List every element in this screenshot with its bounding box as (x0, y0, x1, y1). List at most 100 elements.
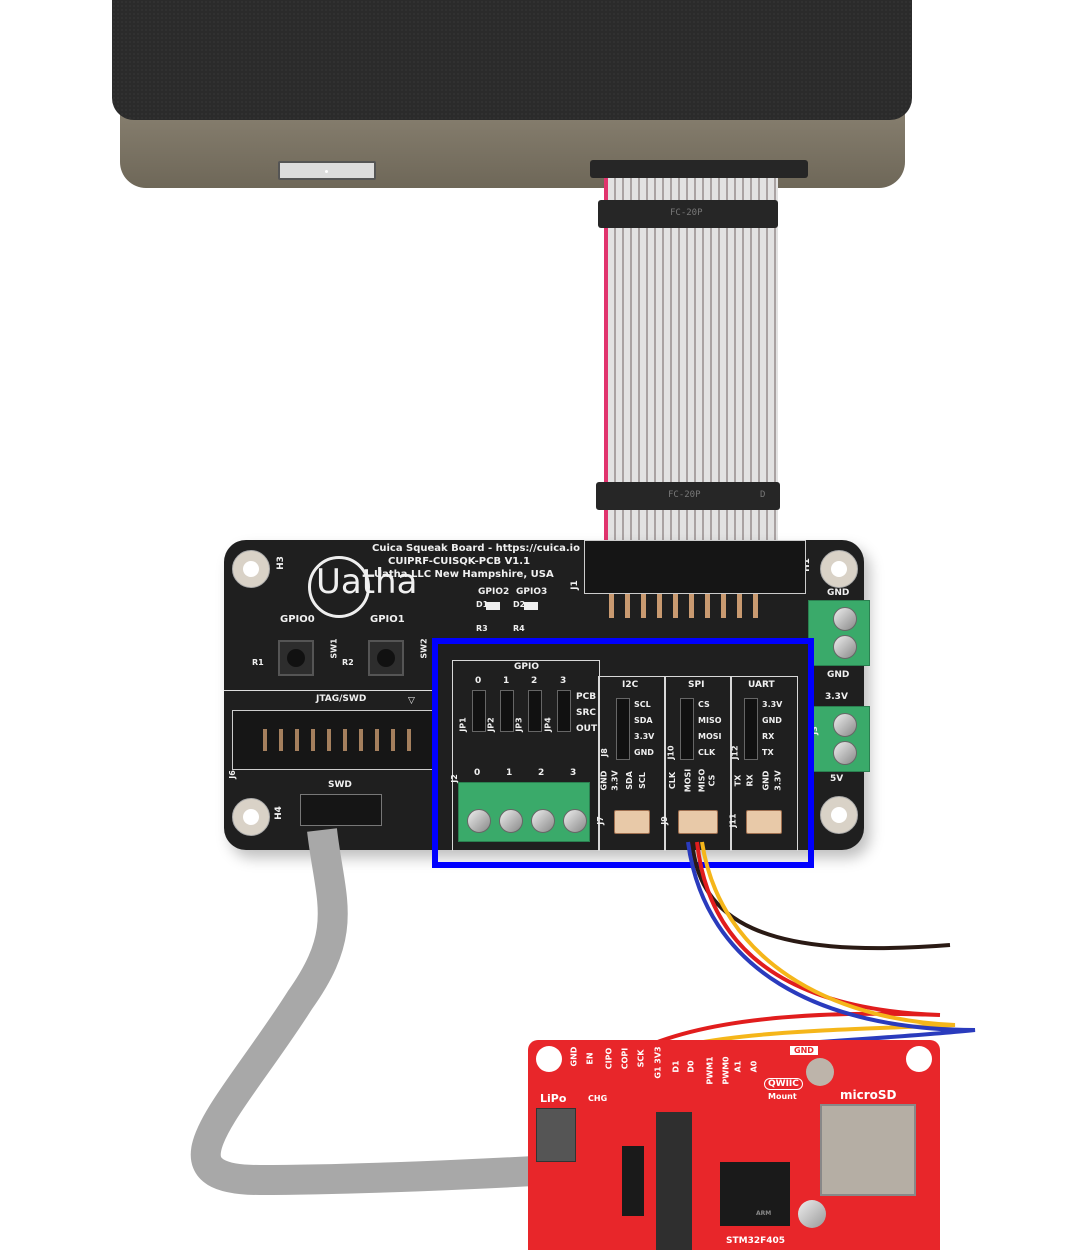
mode-pcb-label: PCB (576, 692, 597, 702)
highlight-box (432, 638, 814, 868)
r1-label: R1 (252, 658, 264, 667)
uatha-logo-ring (308, 556, 370, 618)
power-top-gnd-label: GND (827, 588, 850, 598)
screw[interactable] (833, 741, 857, 765)
jumper-jp1[interactable] (472, 690, 486, 732)
power-terminal-3v3-5v[interactable] (808, 706, 870, 772)
microsd-slot[interactable] (820, 1104, 916, 1196)
screw[interactable] (833, 713, 857, 737)
d2-label: D2 (513, 600, 526, 609)
pin-label: A1 (733, 1060, 743, 1073)
screw[interactable] (833, 607, 857, 631)
cuica-squeak-board: Cuica Squeak Board - https://cuica.io CU… (224, 540, 870, 851)
bottom-idc-connector: FC-20P D (596, 482, 780, 510)
power-terminal-gnd[interactable] (808, 600, 870, 666)
screw[interactable] (531, 809, 555, 833)
jtag-pins (263, 729, 423, 751)
uatha-logo: Uatha (316, 562, 418, 602)
board-title: Cuica Squeak Board - https://cuica.io (372, 543, 580, 554)
uart-pin-label: TX (762, 748, 774, 757)
uart-pin-label: RX (762, 732, 775, 741)
screw[interactable] (833, 635, 857, 659)
swd-label: SWD (328, 780, 352, 790)
spi-jst-j9[interactable] (678, 810, 718, 834)
spi-header-j10[interactable] (680, 698, 694, 760)
pin-label: GND (569, 1046, 579, 1067)
led-d2 (524, 602, 538, 610)
mode-src-label: SRC (576, 708, 597, 718)
i2c-header-j8[interactable] (616, 698, 630, 760)
gpio1-button-label: GPIO1 (370, 614, 405, 625)
pin-label: PWM0 (721, 1056, 731, 1085)
r2-label: R2 (342, 658, 354, 667)
mount-hole-h2 (820, 796, 858, 834)
uart-jst-j11[interactable] (746, 810, 782, 834)
jtag-label: JTAG/SWD (316, 694, 367, 704)
pin-label: COPI (620, 1047, 630, 1070)
buzzer (806, 1058, 834, 1086)
jumper-jp4[interactable] (557, 690, 571, 732)
uart-pin-label: 3.3V (762, 700, 783, 709)
power-3v3-label: 3.3V (825, 692, 848, 702)
gnd-label: GND (790, 1046, 818, 1055)
mount-hole-h1 (820, 550, 858, 588)
jumper-jp3[interactable] (528, 690, 542, 732)
debugger-enclosure-top (112, 0, 912, 120)
r3-label: R3 (476, 624, 488, 633)
enclosure-idc-socket (590, 160, 808, 178)
mount-hole-h4 (232, 798, 270, 836)
jtag-header[interactable] (232, 710, 434, 770)
j1-pins (609, 594, 769, 618)
pin-label: EN (585, 1052, 595, 1065)
idc-mark: D (760, 490, 766, 500)
i2c-qwiic-j7[interactable] (614, 810, 650, 834)
spi-pin-label: MOSI (698, 732, 722, 741)
pin-label: G1 3V3 (653, 1046, 663, 1079)
pin-label: CIPO (604, 1047, 614, 1070)
uart-title: UART (748, 680, 775, 690)
gpio1-button[interactable] (368, 640, 404, 676)
gpio-screw-terminal[interactable] (458, 782, 590, 842)
spi-pin-label: MISO (698, 716, 722, 725)
led-d1 (486, 602, 500, 610)
gpio3-led-label: GPIO3 (516, 587, 548, 597)
power-5v-label: 5V (830, 774, 844, 784)
spi-pin-label: CS (698, 700, 710, 709)
qwiic-mount-label: Mount (768, 1092, 797, 1101)
mount-hole (536, 1046, 562, 1072)
uart-header-j12[interactable] (744, 698, 758, 760)
gpio0-button[interactable] (278, 640, 314, 676)
qwiic-logo: QWIIC (764, 1078, 803, 1090)
status-led (325, 170, 328, 173)
idc-label-top: FC-20P (670, 208, 703, 218)
spi-title: SPI (688, 680, 705, 690)
spi-section (664, 676, 732, 851)
board-manufacturer: Uatha LLC New Hampshire, USA (374, 569, 554, 580)
screw[interactable] (563, 809, 587, 833)
i2c-pin-label: GND (634, 748, 654, 757)
lipo-connector[interactable] (536, 1108, 576, 1162)
gpio0-button-label: GPIO0 (280, 614, 315, 625)
screw[interactable] (499, 809, 523, 833)
m2-connector (656, 1112, 692, 1250)
gpio-ch-label: 1 (503, 676, 510, 686)
idc-label-bottom: FC-20P (668, 490, 701, 500)
terminal-ch-label: 1 (506, 768, 513, 778)
mcu-label: STM32F405 (726, 1236, 786, 1246)
microsd-label: microSD (840, 1088, 897, 1102)
pin-label: D1 (671, 1060, 681, 1073)
pin-label: PWM1 (705, 1056, 715, 1085)
jumper-jp2[interactable] (500, 690, 514, 732)
gpio-title: GPIO (514, 662, 539, 672)
stm32-thing-plus-board: GND EN CIPO COPI SCK G1 3V3 D1 D0 PWM1 P… (528, 1040, 940, 1250)
terminal-ch-label: 3 (570, 768, 577, 778)
pin-label: D0 (686, 1060, 696, 1073)
screw[interactable] (467, 809, 491, 833)
divider (224, 690, 434, 691)
swd-connector[interactable] (300, 794, 382, 826)
terminal-ch-label: 2 (538, 768, 545, 778)
swd-connector-redboard[interactable] (622, 1146, 644, 1216)
i2c-section (598, 676, 666, 851)
d1-label: D1 (476, 600, 489, 609)
